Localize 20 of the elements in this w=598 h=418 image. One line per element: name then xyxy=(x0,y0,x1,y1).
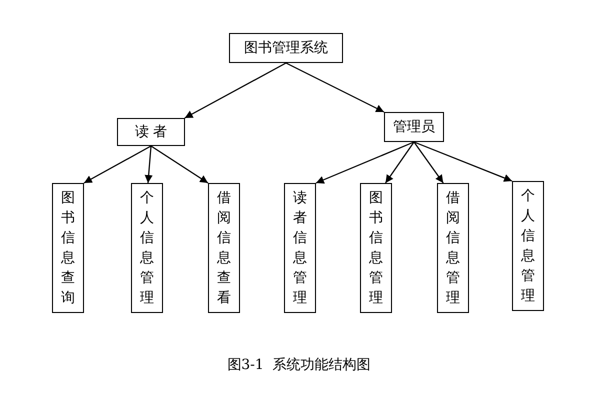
arrow xyxy=(84,145,152,184)
arrow xyxy=(316,141,414,184)
function-box: 图书信息查询 xyxy=(52,183,84,313)
module-box: 图书管理系统 xyxy=(229,33,343,63)
function-box: 借阅信息管理 xyxy=(437,183,469,313)
function-box: 个人信息管理 xyxy=(512,181,544,311)
arrow xyxy=(286,62,384,113)
arrow xyxy=(184,62,286,119)
arrow xyxy=(385,142,414,184)
function-box: 个人信息管理 xyxy=(131,183,163,313)
arrow xyxy=(414,142,444,184)
module-box: 管理员 xyxy=(384,112,444,142)
function-box: 借阅信息查看 xyxy=(208,183,240,313)
function-box: 图书信息管理 xyxy=(360,183,392,313)
module-box: 读 者 xyxy=(117,118,185,146)
function-box: 读者信息管理 xyxy=(284,183,316,313)
arrow xyxy=(414,141,512,182)
arrow xyxy=(144,146,153,184)
figure-caption: 图3-1 系统功能结构图 xyxy=(226,356,372,374)
arrow xyxy=(150,146,208,184)
